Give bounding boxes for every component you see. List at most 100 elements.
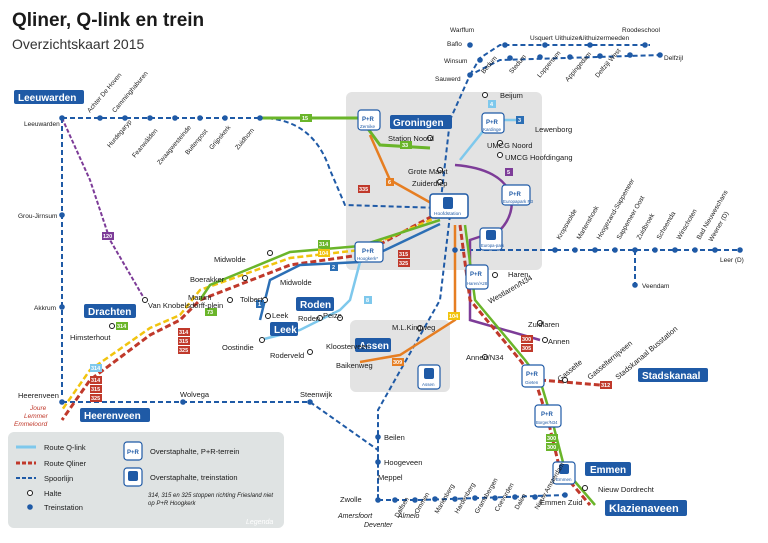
label-deventer: Deventer bbox=[364, 522, 393, 529]
svg-text:300: 300 bbox=[547, 436, 556, 442]
label-sauwerd: Sauwerd bbox=[435, 76, 461, 83]
svg-text:P+R: P+R bbox=[486, 120, 499, 126]
map-subtitle: Overzichtskaart 2015 bbox=[12, 36, 144, 52]
label-meppel: Meppel bbox=[378, 473, 403, 482]
label-delfzijl: Delfzijl bbox=[664, 55, 684, 62]
pr-borger-marker[interactable]: P+R Borger/N34 bbox=[534, 404, 562, 428]
label-zwaagwesteinde: Zwaagwesteinde bbox=[156, 124, 193, 166]
svg-text:5: 5 bbox=[507, 170, 510, 176]
svg-text:315: 315 bbox=[91, 387, 100, 393]
line-badge-335: 335 bbox=[358, 185, 370, 193]
city-drachten[interactable]: Drachten bbox=[84, 304, 136, 318]
pr-hoogkerk-marker[interactable]: P+R Hoogkerk* bbox=[354, 241, 384, 263]
city-emmen[interactable]: Emmen bbox=[585, 462, 631, 476]
svg-text:Leek: Leek bbox=[274, 325, 297, 336]
city-roden[interactable]: Roden bbox=[296, 297, 334, 311]
label-midwolde-1: Midwolde bbox=[214, 255, 246, 264]
label-wolvega: Wolvega bbox=[180, 390, 210, 399]
svg-text:315: 315 bbox=[399, 252, 408, 258]
pr-haren-a28-marker[interactable]: P+R Haren/A28 bbox=[465, 264, 489, 290]
label-roodeschool: Roodeschool bbox=[622, 27, 660, 34]
pr-zernike-marker[interactable]: P+R Zernike bbox=[357, 109, 381, 131]
svg-text:Hoofdstation: Hoofdstation bbox=[434, 211, 461, 217]
label-annen-n34: Annen/N34 bbox=[466, 353, 504, 362]
svg-text:325: 325 bbox=[91, 396, 100, 402]
line-badge-312: 312 bbox=[600, 381, 612, 389]
label-leek-stop: Leek bbox=[272, 311, 289, 320]
svg-text:P+R: P+R bbox=[509, 192, 522, 198]
line-badge-314-e: 314 bbox=[90, 376, 102, 384]
svg-text:300: 300 bbox=[522, 337, 531, 343]
line-badge-325-c: 325 bbox=[90, 394, 102, 402]
qlink-line-120 bbox=[61, 117, 146, 301]
svg-text:314: 314 bbox=[117, 324, 127, 330]
label-emmen-zuid: Emmen Zuid bbox=[540, 498, 583, 507]
city-stadskanaal[interactable]: Stadskanaal bbox=[638, 368, 708, 382]
svg-text:Kardinge: Kardinge bbox=[483, 127, 502, 132]
label-beijum: Beijum bbox=[500, 91, 523, 100]
label-station-noord: Station Noord bbox=[388, 134, 434, 143]
city-heerenveen[interactable]: Heerenveen bbox=[80, 408, 150, 422]
pr-europapark-p3-marker[interactable]: P+R Europapark P3 bbox=[501, 184, 534, 206]
city-assen[interactable]: Assen bbox=[355, 338, 391, 352]
legend-route-qliner: Route Qliner bbox=[44, 459, 87, 468]
label-winsum: Winsum bbox=[444, 58, 467, 65]
line-badge-15: 15 bbox=[300, 114, 312, 122]
svg-text:6: 6 bbox=[388, 180, 391, 186]
label-grote-markt: Grote Markt bbox=[408, 167, 449, 176]
label-joure: Joure bbox=[29, 405, 47, 412]
city-groningen[interactable]: Groningen bbox=[390, 115, 452, 129]
label-amersfoort: Amersfoort bbox=[337, 513, 373, 520]
label-midwolde-2: Midwolde bbox=[280, 278, 312, 287]
line-badge-2: 2 bbox=[330, 263, 338, 271]
legend: Route Q-link Route Qliner Spoorlijn Halt… bbox=[8, 432, 284, 528]
city-klazienaveen[interactable]: Klazienaveen bbox=[605, 500, 687, 516]
pr-kardinge-marker[interactable]: P+R Kardinge bbox=[481, 112, 505, 134]
svg-text:P+R: P+R bbox=[541, 412, 554, 418]
svg-text:309: 309 bbox=[393, 360, 402, 366]
svg-text:325: 325 bbox=[399, 261, 408, 267]
label-marum: Marum bbox=[188, 293, 211, 302]
line-badge-300-c: 300 bbox=[546, 443, 558, 451]
pr-gieten-marker[interactable]: P+R Gieten bbox=[521, 364, 545, 388]
station-europapark-marker[interactable]: Europa-park bbox=[479, 227, 505, 251]
line-badge-315-b: 315 bbox=[178, 337, 190, 345]
svg-text:P+R: P+R bbox=[362, 249, 375, 255]
svg-text:3: 3 bbox=[518, 118, 521, 124]
line-badge-314: 314 bbox=[318, 240, 330, 248]
label-haren: Haren bbox=[508, 270, 528, 279]
line-badge-300-b: 300 bbox=[546, 434, 558, 442]
qliner-line-yellow bbox=[60, 214, 441, 411]
label-umcg-hoofdingang: UMCG Hoofdingang bbox=[505, 153, 573, 162]
label-akkrum: Akkrum bbox=[34, 305, 56, 312]
svg-text:Heerenveen: Heerenveen bbox=[84, 411, 141, 422]
station-hoofdstation-marker[interactable]: Hoofdstation bbox=[429, 193, 469, 219]
line-badge-309: 309 bbox=[392, 358, 404, 366]
label-nieuw-dordrecht: Nieuw Dordrecht bbox=[598, 485, 655, 494]
svg-text:2: 2 bbox=[332, 265, 335, 271]
legend-halte: Halte bbox=[44, 489, 62, 498]
label-hurdegaryp: Hurdegaryp bbox=[106, 118, 133, 149]
legend-route-qlink: Route Q-link bbox=[44, 443, 86, 452]
svg-text:312: 312 bbox=[601, 383, 610, 389]
line-badge-305: 305 bbox=[521, 344, 533, 352]
label-lemmer: Lemmer bbox=[24, 413, 49, 420]
city-leek[interactable]: Leek bbox=[270, 322, 298, 336]
label-zuidbroek: Zuidbroek bbox=[636, 212, 657, 241]
line-badge-314-d: 314 bbox=[90, 364, 102, 372]
svg-text:Gieten: Gieten bbox=[525, 380, 539, 385]
line-badge-3: 3 bbox=[516, 116, 524, 124]
line-badge-6: 6 bbox=[386, 178, 394, 186]
label-heerenveen-station: Heerenveen bbox=[18, 391, 59, 400]
label-veendam: Veendam bbox=[642, 283, 669, 290]
station-assen-marker[interactable]: Assen bbox=[417, 364, 441, 390]
station-emmen-marker[interactable]: Emmen bbox=[552, 461, 576, 485]
label-zwolle: Zwolle bbox=[340, 495, 362, 504]
svg-text:315: 315 bbox=[179, 339, 188, 345]
label-baflo: Baflo bbox=[447, 41, 462, 48]
bus-stops bbox=[109, 92, 588, 491]
label-lewenborg: Lewenborg bbox=[535, 125, 572, 134]
svg-text:P+R: P+R bbox=[127, 450, 140, 456]
city-leeuwarden[interactable]: Leeuwarden bbox=[14, 90, 84, 104]
